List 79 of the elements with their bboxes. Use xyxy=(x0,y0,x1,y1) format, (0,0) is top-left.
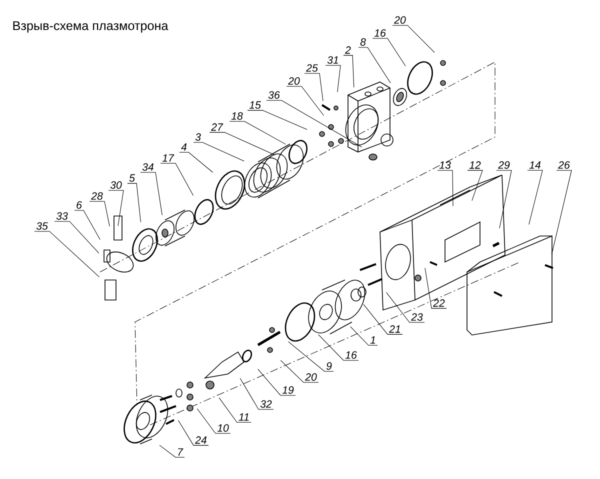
leader-line xyxy=(496,170,512,229)
callout-number: 20 xyxy=(288,77,300,85)
leader-line xyxy=(218,397,252,423)
callout-number: 27 xyxy=(211,123,224,131)
callout-number: 25 xyxy=(306,64,318,72)
leader-line xyxy=(127,183,141,222)
leader-line xyxy=(392,25,435,53)
callout-number: 13 xyxy=(439,161,451,169)
leader-line xyxy=(437,170,454,206)
leader-line xyxy=(286,86,324,116)
callout-number: 20 xyxy=(394,16,406,24)
leader-line xyxy=(54,221,100,254)
callout-number: 29 xyxy=(498,161,510,169)
callout-number: 30 xyxy=(110,181,122,189)
leader-line xyxy=(193,142,244,162)
callout-number: 26 xyxy=(558,161,570,169)
leader-line xyxy=(159,444,185,458)
callout-number: 3 xyxy=(195,133,201,141)
leader-line xyxy=(209,132,276,156)
callout-number: 12 xyxy=(469,161,481,169)
leader-line xyxy=(229,121,286,144)
leader-line xyxy=(350,326,378,346)
callout-number: 10 xyxy=(217,424,229,432)
leader-line xyxy=(108,190,124,226)
callout-number: 6 xyxy=(76,201,82,209)
leader-line xyxy=(386,292,425,323)
leader-line xyxy=(266,100,362,148)
title: Взрыв-схема плазмотрона xyxy=(13,21,168,33)
leader-line xyxy=(325,65,341,92)
callout-number: 2 xyxy=(344,46,351,54)
callout-number: 31 xyxy=(327,56,338,64)
callout-number: 22 xyxy=(433,299,445,307)
callout-number: 18 xyxy=(231,112,243,120)
leader-line xyxy=(467,170,483,201)
leader-line xyxy=(178,420,209,446)
leader-line xyxy=(160,163,194,196)
leader-line xyxy=(343,55,354,88)
leader-line xyxy=(140,172,162,216)
leader-line xyxy=(196,408,231,434)
leader-line xyxy=(527,170,543,225)
leader-line xyxy=(89,201,110,227)
leader-line xyxy=(288,341,334,372)
callout-number: 34 xyxy=(142,163,154,171)
callout-number: 32 xyxy=(260,400,272,408)
callout-number: 28 xyxy=(91,192,103,200)
leader-line xyxy=(74,210,100,240)
callout-number: 35 xyxy=(36,222,48,230)
leader-line xyxy=(551,170,572,255)
leader-line xyxy=(318,334,359,361)
callout-number: 4 xyxy=(181,143,187,151)
leader-line xyxy=(179,152,214,173)
leader-line xyxy=(358,47,391,84)
leader-line xyxy=(304,73,324,102)
leader-line xyxy=(424,268,447,309)
callout-number: 16 xyxy=(374,29,386,37)
callout-number: 21 xyxy=(389,325,400,333)
callout-number: 9 xyxy=(326,362,332,370)
callout-number: 20 xyxy=(305,373,317,381)
leader-line xyxy=(240,378,274,410)
callout-number: 16 xyxy=(345,351,357,359)
callout-number: 23 xyxy=(411,313,423,321)
leader-line xyxy=(247,110,308,130)
callout-number: 19 xyxy=(282,386,294,394)
leader-line xyxy=(258,368,296,396)
callout-number: 24 xyxy=(195,436,206,444)
callout-number: 33 xyxy=(56,212,68,220)
callout-number: 5 xyxy=(129,174,135,182)
leader-line xyxy=(372,38,406,66)
leader-line xyxy=(34,231,100,278)
callout-number: 36 xyxy=(268,91,280,99)
leader-line xyxy=(280,360,319,383)
callout-number: 1 xyxy=(370,336,376,344)
leader-line xyxy=(363,304,403,335)
callout-number: 8 xyxy=(360,38,366,46)
callout-number: 11 xyxy=(238,413,249,421)
callout-number: 17 xyxy=(162,154,174,162)
callout-number: 7 xyxy=(178,448,184,456)
callout-number: 14 xyxy=(529,161,540,169)
callout-number: 15 xyxy=(249,101,261,109)
